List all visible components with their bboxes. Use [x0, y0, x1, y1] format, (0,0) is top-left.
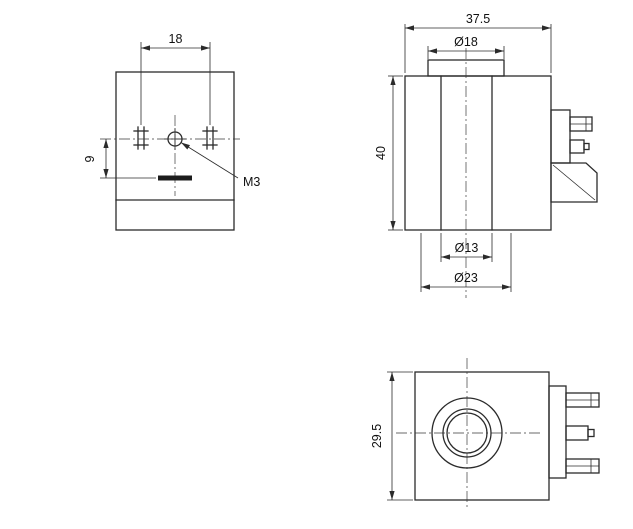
dim-label-40: 40 [374, 146, 388, 160]
dim-label-37-5: 37.5 [466, 12, 490, 26]
dimension-depth-29-5: 29.5 [370, 371, 413, 501]
terminal-clip-right [202, 126, 218, 150]
dimension-flange-dia-18: Ø18 [427, 35, 505, 59]
mounting-hole [164, 128, 186, 150]
thread-label-m3: M3 [243, 175, 260, 189]
terminal-clip-left [133, 126, 149, 150]
coil-body-side-outline [404, 59, 552, 231]
spade-pin-middle [565, 425, 589, 441]
bottom-view: 29.5 [370, 358, 600, 508]
centerlines-front [100, 115, 240, 196]
side-view: 37.5 Ø18 40 Ø13 [374, 12, 598, 298]
front-view: 18 9 M3 [83, 32, 260, 231]
connector-bottom [548, 385, 600, 479]
dim-label-9: 9 [83, 155, 97, 162]
coil-body-bottom-outline [414, 371, 550, 501]
core-bore-circles [431, 397, 503, 469]
dimension-bore-dia-13: Ø13 [440, 233, 493, 262]
dimension-hole-offset-9: 9 [83, 139, 156, 179]
centerlines-bottom [396, 358, 540, 508]
dim-label-dia23: Ø23 [454, 271, 478, 285]
coil-body-outline [115, 71, 235, 231]
dimension-overall-width-37-5: 37.5 [404, 12, 552, 73]
cable-gland-block [550, 162, 598, 203]
slot-feature [158, 175, 192, 181]
connector-side [550, 109, 598, 203]
dimension-base-dia-23: Ø23 [420, 233, 512, 292]
dimension-pin-spacing-18: 18 [140, 32, 211, 125]
dim-label-29-5: 29.5 [370, 424, 384, 448]
thread-callout-m3: M3 [180, 142, 260, 189]
dimension-height-40: 40 [374, 75, 403, 231]
dim-label-dia18: Ø18 [454, 35, 478, 49]
dim-label-dia13: Ø13 [455, 241, 479, 255]
dim-label-18: 18 [169, 32, 183, 46]
spade-pin-lower [569, 139, 585, 154]
